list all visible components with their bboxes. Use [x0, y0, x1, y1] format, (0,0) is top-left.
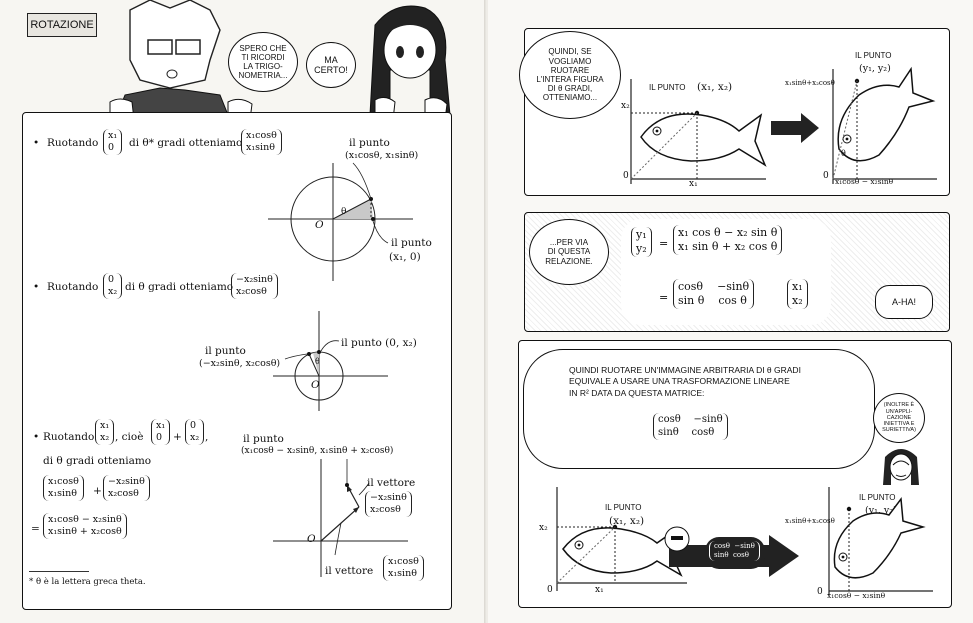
item3-vector-label-bottom: il vettore — [325, 565, 374, 577]
bullet-2: • — [33, 281, 40, 293]
item1-point-label: il punto — [349, 137, 390, 149]
bullet-1: • — [33, 137, 40, 149]
panel1-axis-x: x₁ — [689, 179, 698, 189]
panel1-speech-bubble: QUINDI, SE VOGLIAMO RUOTARE L'INTERA FIG… — [519, 31, 621, 119]
panel3-point-coords: (x₁, x₂) — [609, 515, 645, 527]
panel1-point-label: IL PUNTO — [649, 83, 686, 92]
matrix-conclusion-panel: QUINDI RUOTARE UN'IMMAGINE ARBITRARIA DI… — [518, 340, 952, 608]
panel1-right-arrow — [771, 113, 819, 143]
item3-comma: , — [205, 431, 209, 443]
panel1-rot-point-coords: (y₁, y₂) — [859, 63, 891, 74]
panel3-axis-x: x₁ — [595, 585, 604, 595]
section-tag: ROTAZIONE — [27, 13, 97, 37]
item1-middle-text: di θ* gradi otteniamo — [129, 137, 243, 149]
footnote-divider — [29, 571, 89, 572]
bullet-3: • — [33, 431, 40, 443]
item3-point-label: il punto — [243, 433, 284, 445]
panel1-rot-point-label: IL PUNTO — [855, 51, 892, 60]
panel3-rot-x-value: x₁cosθ − x₂sinθ — [827, 591, 886, 600]
item2-circle-diagram — [273, 311, 388, 411]
item3-origin: O — [307, 533, 316, 545]
right-page: QUINDI, SE VOGLIAMO RUOTARE L'INTERA FIG… — [488, 0, 973, 623]
panel3-girl-illustration — [883, 449, 919, 485]
fish-rotation-panel: QUINDI, SE VOGLIAMO RUOTARE L'INTERA FIG… — [519, 28, 950, 196]
panel3-speech-bubble — [523, 349, 875, 469]
item1-start-label: il punto — [391, 237, 432, 249]
left-page: ROTAZIONE SPERO CHE TI RICORDI LA TRIGO-… — [0, 0, 486, 623]
panel1-rot-y-value: x₁sinθ+x₂cosθ — [785, 79, 835, 87]
item2-origin: O — [311, 379, 320, 391]
item1-origin: O — [315, 219, 324, 231]
item2-start-label: il punto (0, x₂) — [341, 337, 417, 349]
item1-point-coords: (x₁cosθ, x₁sinθ) — [345, 150, 419, 161]
panel1-rot-x-value: x₁cosθ − x₂sinθ — [835, 177, 894, 186]
panel1-rotated-fish-diagram — [832, 66, 937, 184]
item3-plus-2: + — [93, 485, 102, 497]
panel1-theta: θ — [841, 149, 846, 158]
equation-box — [621, 219, 831, 325]
item3-line2: di θ gradi otteniamo — [43, 455, 152, 467]
panel3-point-label: IL PUNTO — [605, 503, 642, 512]
book-gutter — [484, 0, 490, 623]
panel1-origin: 0 — [623, 171, 629, 181]
panel1-axis-y: x₂ — [621, 101, 630, 111]
panel3-arrow-matrix-text: cosθ −sinθ sinθ cosθ — [709, 541, 760, 561]
panel3-origin: 0 — [547, 585, 553, 595]
panel1-point-coords: (x₁, x₂) — [697, 81, 733, 93]
boy-speech-bubble: SPERO CHE TI RICORDI LA TRIGO- NOMETRIA.… — [228, 32, 298, 92]
panel3-rotated-fish-diagram — [828, 487, 933, 595]
panel3-rot-y-value: x₁sinθ+x₂cosθ — [785, 517, 835, 525]
panel3-matrix: cosθ −sinθ sinθ cosθ — [653, 413, 728, 440]
girl-character-illustration — [369, 5, 451, 121]
item1-theta: θ — [341, 207, 347, 217]
girl-speech-bubble: MA CERTO! — [306, 42, 356, 88]
panel1-origin2: 0 — [823, 171, 829, 181]
item3-plus: + — [173, 431, 182, 443]
item3-equals: = — [31, 523, 40, 535]
item3-vector-label-top: il vettore — [367, 477, 416, 489]
item2-end-label: il punto — [205, 345, 246, 357]
panel2-equals-1: = — [659, 237, 669, 250]
panel2-speech-bubble: ...PER VIA DI QUESTA RELAZIONE. — [529, 219, 609, 285]
aha-speech-bubble: A-HA! — [875, 285, 933, 319]
item2-theta: θ — [315, 357, 320, 366]
panel3-origin2: 0 — [817, 587, 823, 597]
footnote: * θ è la lettera greca theta. — [29, 577, 146, 587]
panel3-small-bubble: (INOLTRE È UN'APPLI- CAZIONE INIETTIVA E… — [873, 393, 925, 443]
item2-prefix: Ruotando — [47, 281, 99, 293]
item3-prefix: Ruotando — [43, 431, 95, 443]
panel3-rot-point-coords: (y₁, y₂) — [865, 505, 897, 516]
panel3-bubble-text: QUINDI RUOTARE UN'IMMAGINE ARBITRARIA DI… — [569, 365, 801, 398]
item3-vector-diagram — [273, 459, 408, 577]
item3-point-coords: (x₁cosθ − x₂sinθ, x₁sinθ + x₂cosθ) — [241, 446, 394, 456]
item2-end-coords: (−x₂sinθ, x₂cosθ) — [199, 358, 281, 369]
panel2-rotation-matrix: cosθ −sinθ sin θ cos θ — [673, 279, 755, 309]
panel1-original-fish-diagram — [630, 79, 767, 184]
item1-circle-diagram — [268, 162, 413, 281]
panel3-rot-point-label: IL PUNTO — [859, 493, 896, 502]
panel3-axis-y: x₂ — [539, 523, 548, 533]
item3-cioe: , cioè — [115, 431, 144, 443]
panel2-equals-2: = — [659, 291, 669, 304]
item1-start-coords: (x₁, 0) — [389, 251, 421, 263]
item1-prefix: Ruotando — [47, 137, 99, 149]
item2-middle-text: di θ gradi otteniamo — [125, 281, 234, 293]
